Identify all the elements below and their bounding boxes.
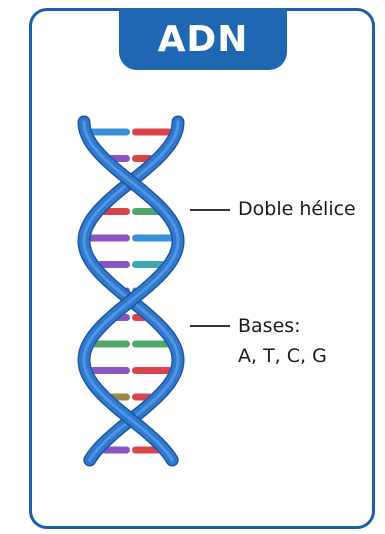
bases-leader-line (190, 325, 230, 327)
strand-b (84, 122, 178, 460)
strand-a (84, 122, 178, 460)
base-pair (90, 129, 173, 136)
base-segment (90, 129, 130, 136)
base-pair (92, 341, 170, 348)
base-pair (88, 235, 174, 242)
strand-b (84, 122, 178, 460)
base-segment (132, 341, 170, 348)
base-segment (132, 129, 172, 136)
strand-a (84, 122, 178, 460)
base-segment (132, 367, 172, 374)
base-segment (88, 235, 130, 242)
helix-leader-line (190, 209, 230, 211)
strand-a (84, 122, 178, 460)
helix-label: Doble hélice (238, 196, 356, 223)
base-segment (132, 235, 174, 242)
strand-b (84, 122, 178, 460)
bases-label-list: A, T, C, G (238, 343, 327, 370)
base-pair (97, 261, 165, 268)
helix-strands (84, 122, 178, 460)
base-pair (90, 367, 172, 374)
base-pair (102, 208, 161, 215)
base-segment (92, 341, 130, 348)
base-segment (90, 367, 130, 374)
bases-label-title: Bases: (238, 313, 301, 340)
base-pair (101, 447, 161, 454)
